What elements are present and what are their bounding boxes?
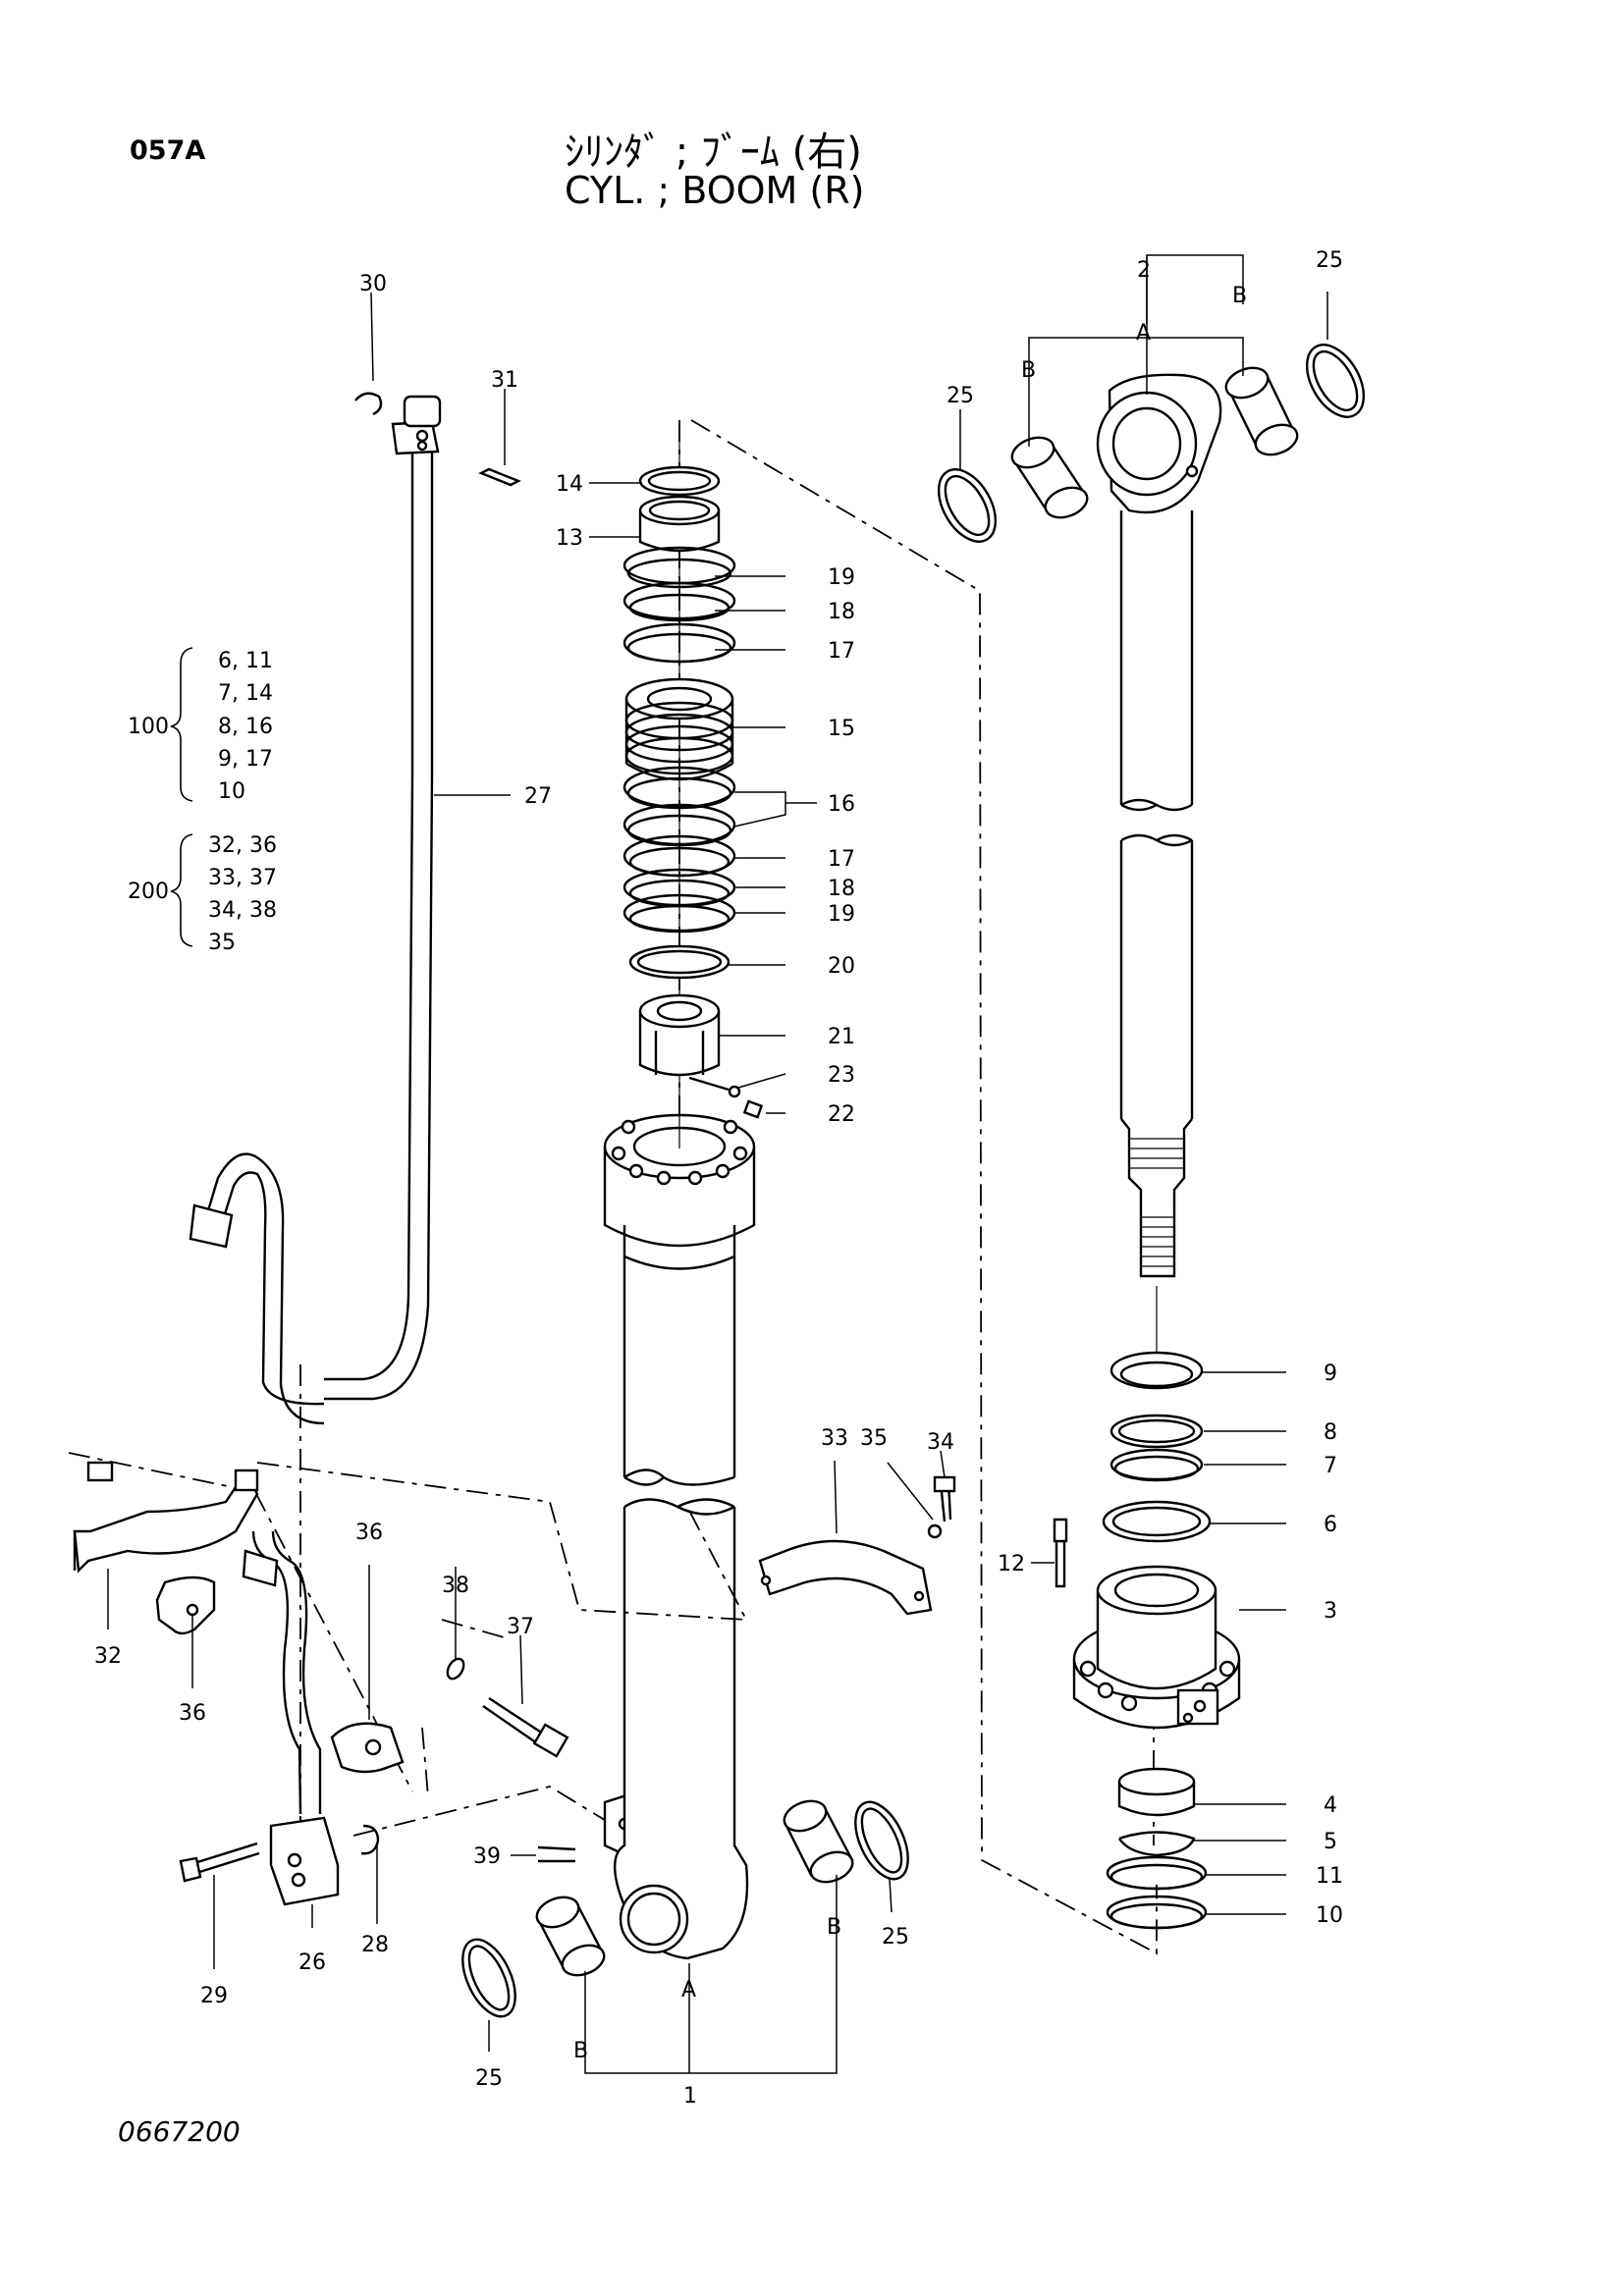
- page-code: 057A: [130, 135, 206, 166]
- callout-5: 5: [1324, 1830, 1337, 1854]
- group-100-row: 9, 17: [218, 747, 273, 772]
- callout-6: 6: [1324, 1513, 1337, 1537]
- group-100-row: 10: [218, 779, 245, 804]
- callout-29: 29: [200, 1984, 228, 2008]
- callout-11: 11: [1316, 1864, 1343, 1889]
- callout-25: 25: [475, 2066, 503, 2091]
- group-100-row: 8, 16: [218, 715, 273, 739]
- callout-A: A: [681, 1978, 696, 2002]
- callout-31: 31: [491, 368, 518, 393]
- callout-B: B: [827, 1915, 841, 1940]
- group-100-row: 6, 11: [218, 649, 273, 673]
- callout-12: 12: [998, 1552, 1025, 1576]
- callout-28: 28: [361, 1933, 389, 1957]
- callout-9: 9: [1324, 1362, 1337, 1386]
- callout-38: 38: [442, 1574, 469, 1598]
- callout-17: 17: [828, 639, 855, 664]
- callout-35: 35: [860, 1426, 888, 1451]
- callout-15: 15: [828, 717, 855, 741]
- callout-27: 27: [524, 784, 552, 809]
- callout-2: 2: [1137, 258, 1151, 283]
- hydraulic-pipes: [73, 392, 956, 1906]
- callout-32: 32: [94, 1644, 122, 1669]
- callout-37: 37: [507, 1615, 534, 1639]
- callout-30: 30: [359, 272, 387, 296]
- callout-18: 18: [828, 600, 855, 624]
- group-100-bracket: 100 6, 11 7, 14 8, 16 9, 17 10: [128, 647, 273, 804]
- group-100-label: 100: [128, 715, 169, 739]
- group-200-row: 35: [208, 931, 236, 955]
- cylinder-head-parts: [1053, 1286, 1241, 1930]
- callout-18: 18: [828, 877, 855, 901]
- callout-36: 36: [179, 1701, 206, 1726]
- callout-8: 8: [1324, 1420, 1337, 1445]
- callout-33: 33: [821, 1426, 848, 1451]
- callout-13: 13: [556, 526, 583, 551]
- callout-B: B: [1021, 358, 1036, 383]
- callout-25: 25: [947, 384, 974, 408]
- callout-19: 19: [828, 902, 855, 927]
- callout-10: 10: [1316, 1903, 1343, 1928]
- callout-4: 4: [1324, 1793, 1337, 1818]
- group-200-row: 34, 38: [208, 898, 277, 923]
- callout-17: 17: [828, 847, 855, 872]
- drawing-number: 0667200: [118, 2115, 241, 2148]
- callout-39: 39: [473, 1844, 501, 1869]
- callout-25: 25: [882, 1925, 909, 1949]
- callout-7: 7: [1324, 1454, 1337, 1478]
- callout-22: 22: [828, 1102, 855, 1127]
- piston-rod: [1096, 373, 1222, 1278]
- callout-25: 25: [1316, 248, 1343, 273]
- callout-19: 19: [828, 565, 855, 590]
- pin-bushings: [461, 344, 1366, 2018]
- group-200-row: 33, 37: [208, 866, 277, 890]
- callout-A: A: [1136, 321, 1151, 346]
- callout-16: 16: [828, 792, 855, 817]
- callout-3: 3: [1324, 1599, 1337, 1624]
- piston-stack: [622, 420, 764, 1148]
- title-japanese: ｼﾘﾝﾀﾞ ; ﾌﾞｰﾑ (右): [565, 130, 862, 175]
- callout-labels: 14 13 19 18 17 15 16 17 18 19 20 21 23 2…: [94, 248, 1343, 2109]
- callout-B: B: [573, 2039, 588, 2063]
- callout-36: 36: [355, 1521, 383, 1545]
- group-200-label: 200: [128, 880, 169, 904]
- callout-B: B: [1232, 284, 1247, 308]
- callout-1: 1: [683, 2084, 697, 2109]
- group-100-row: 7, 14: [218, 681, 273, 706]
- callout-26: 26: [298, 1950, 326, 1975]
- group-200-row: 32, 36: [208, 833, 277, 858]
- leader-lines: [107, 254, 1328, 2074]
- callout-20: 20: [828, 954, 855, 979]
- callout-14: 14: [556, 472, 583, 497]
- callout-23: 23: [828, 1063, 855, 1088]
- cylinder-tube: [603, 1113, 756, 1960]
- callout-34: 34: [927, 1430, 954, 1455]
- group-200-bracket: 200 32, 36 33, 37 34, 38 35: [128, 833, 277, 955]
- callout-21: 21: [828, 1025, 855, 1049]
- title-english: CYL. ; BOOM (R): [565, 169, 865, 212]
